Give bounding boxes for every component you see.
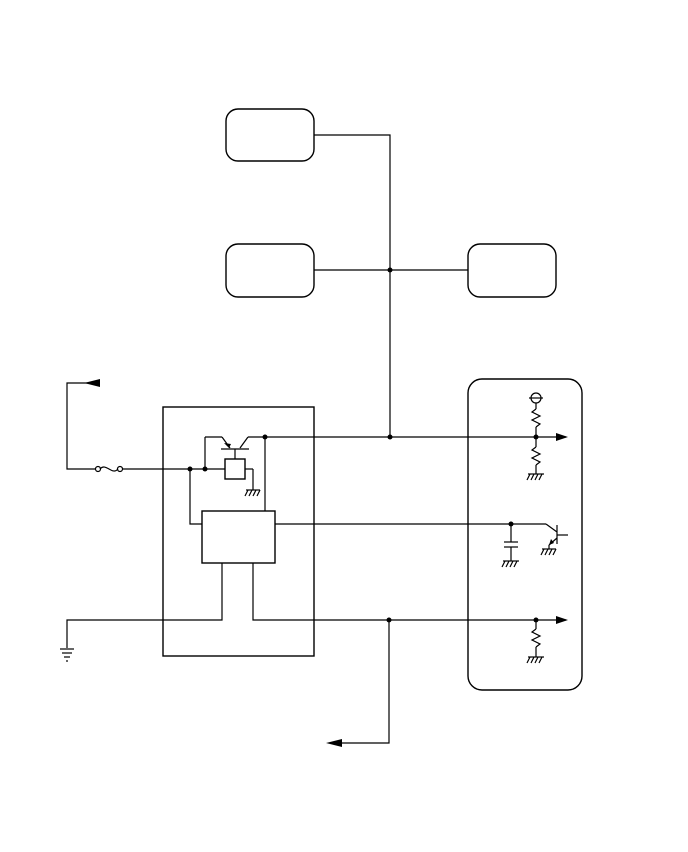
pulldown-circuit-bottom (526, 616, 568, 664)
ground-relay (244, 468, 261, 497)
relay-coil (224, 458, 246, 480)
resistor-icon-pulldown (530, 446, 542, 466)
ground-wire-left (66, 563, 223, 648)
arrow-right-icon-top (556, 433, 568, 441)
transistor-icon (545, 523, 558, 533)
junction-dot-bus (387, 267, 393, 273)
resistor-icon-bottom (530, 628, 542, 648)
module-box-middle-right (467, 243, 557, 298)
module-box-top (225, 108, 315, 162)
arrow-right-icon-bottom (556, 616, 568, 624)
relay-switch-transistor (204, 436, 265, 469)
power-feed (66, 379, 208, 525)
resistor-icon-pullup (530, 408, 542, 428)
ic-output-wire-bottom (252, 563, 566, 621)
ground-icon-chassis (60, 648, 74, 662)
pullup-circuit (526, 392, 568, 481)
fuse-icon (99, 466, 119, 472)
ic-block (201, 510, 276, 564)
control-unit-box (162, 406, 315, 657)
arrow-left-icon-top (84, 379, 100, 387)
bus-wire-vertical (314, 134, 391, 437)
module-box-middle-left (225, 243, 315, 298)
capacitor-transistor-circuit (501, 521, 568, 568)
sensor-module-box (467, 378, 583, 691)
arrow-left-icon-bottom (326, 739, 342, 747)
output-wire-down (340, 620, 390, 744)
